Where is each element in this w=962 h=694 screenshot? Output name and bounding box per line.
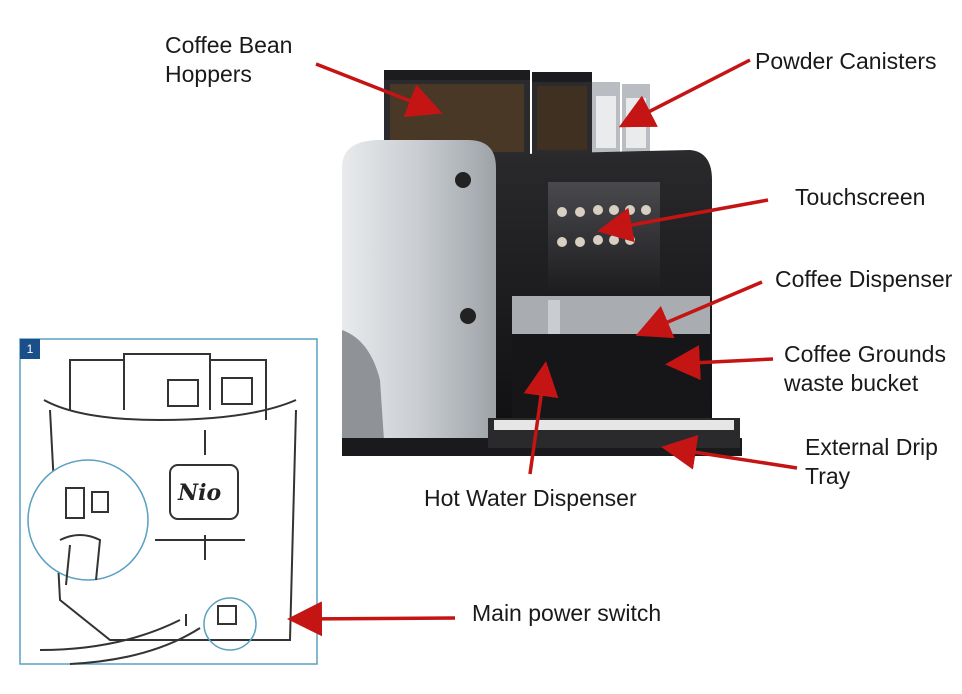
label-hot-water-dispenser: Hot Water Dispenser bbox=[424, 485, 637, 511]
side-knob-bottom bbox=[460, 308, 476, 324]
arrow-coffee-dispenser bbox=[635, 280, 763, 339]
callout-arrows bbox=[287, 58, 798, 637]
arrow-power-switch bbox=[287, 601, 456, 637]
side-knob-top bbox=[455, 172, 471, 188]
coffee-machine bbox=[342, 70, 742, 456]
label-main-power-switch: Main power switch bbox=[472, 600, 662, 626]
label-touchscreen: Touchscreen bbox=[795, 184, 926, 210]
arrow-touchscreen bbox=[597, 198, 769, 243]
label-drip-tray-line2: Tray bbox=[805, 463, 851, 489]
arrow-drip-tray bbox=[661, 434, 798, 470]
label-coffee-grounds-line2: waste bucket bbox=[784, 370, 919, 396]
arrow-powder-canisters bbox=[618, 58, 751, 128]
inset-switch-highlight bbox=[203, 597, 257, 651]
arrow-bean-hoppers bbox=[315, 62, 443, 118]
label-coffee-dispenser: Coffee Dispenser bbox=[775, 266, 953, 292]
brand-logo: Nio bbox=[178, 480, 222, 506]
arrow-grounds-bucket bbox=[665, 345, 774, 381]
powder-canisters bbox=[592, 82, 650, 156]
dispenser-cover bbox=[512, 296, 710, 334]
bean-hopper-right bbox=[532, 72, 592, 156]
label-coffee-bean-hoppers-line2: Hoppers bbox=[165, 61, 252, 87]
label-powder-canisters: Powder Canisters bbox=[755, 48, 937, 74]
inset-zoom-circle bbox=[27, 459, 149, 581]
drip-tray-grate bbox=[494, 420, 734, 430]
label-drip-tray-line1: External Drip bbox=[805, 434, 938, 460]
arrow-hot-water bbox=[523, 361, 559, 475]
inset-power-switch-drawing bbox=[19, 338, 318, 665]
side-panel bbox=[342, 140, 496, 440]
touchscreen-panel bbox=[548, 182, 660, 292]
label-coffee-grounds-line1: Coffee Grounds bbox=[784, 341, 946, 367]
label-coffee-bean-hoppers-line1: Coffee Bean bbox=[165, 32, 293, 58]
inset-step-badge: 1 bbox=[20, 339, 40, 359]
